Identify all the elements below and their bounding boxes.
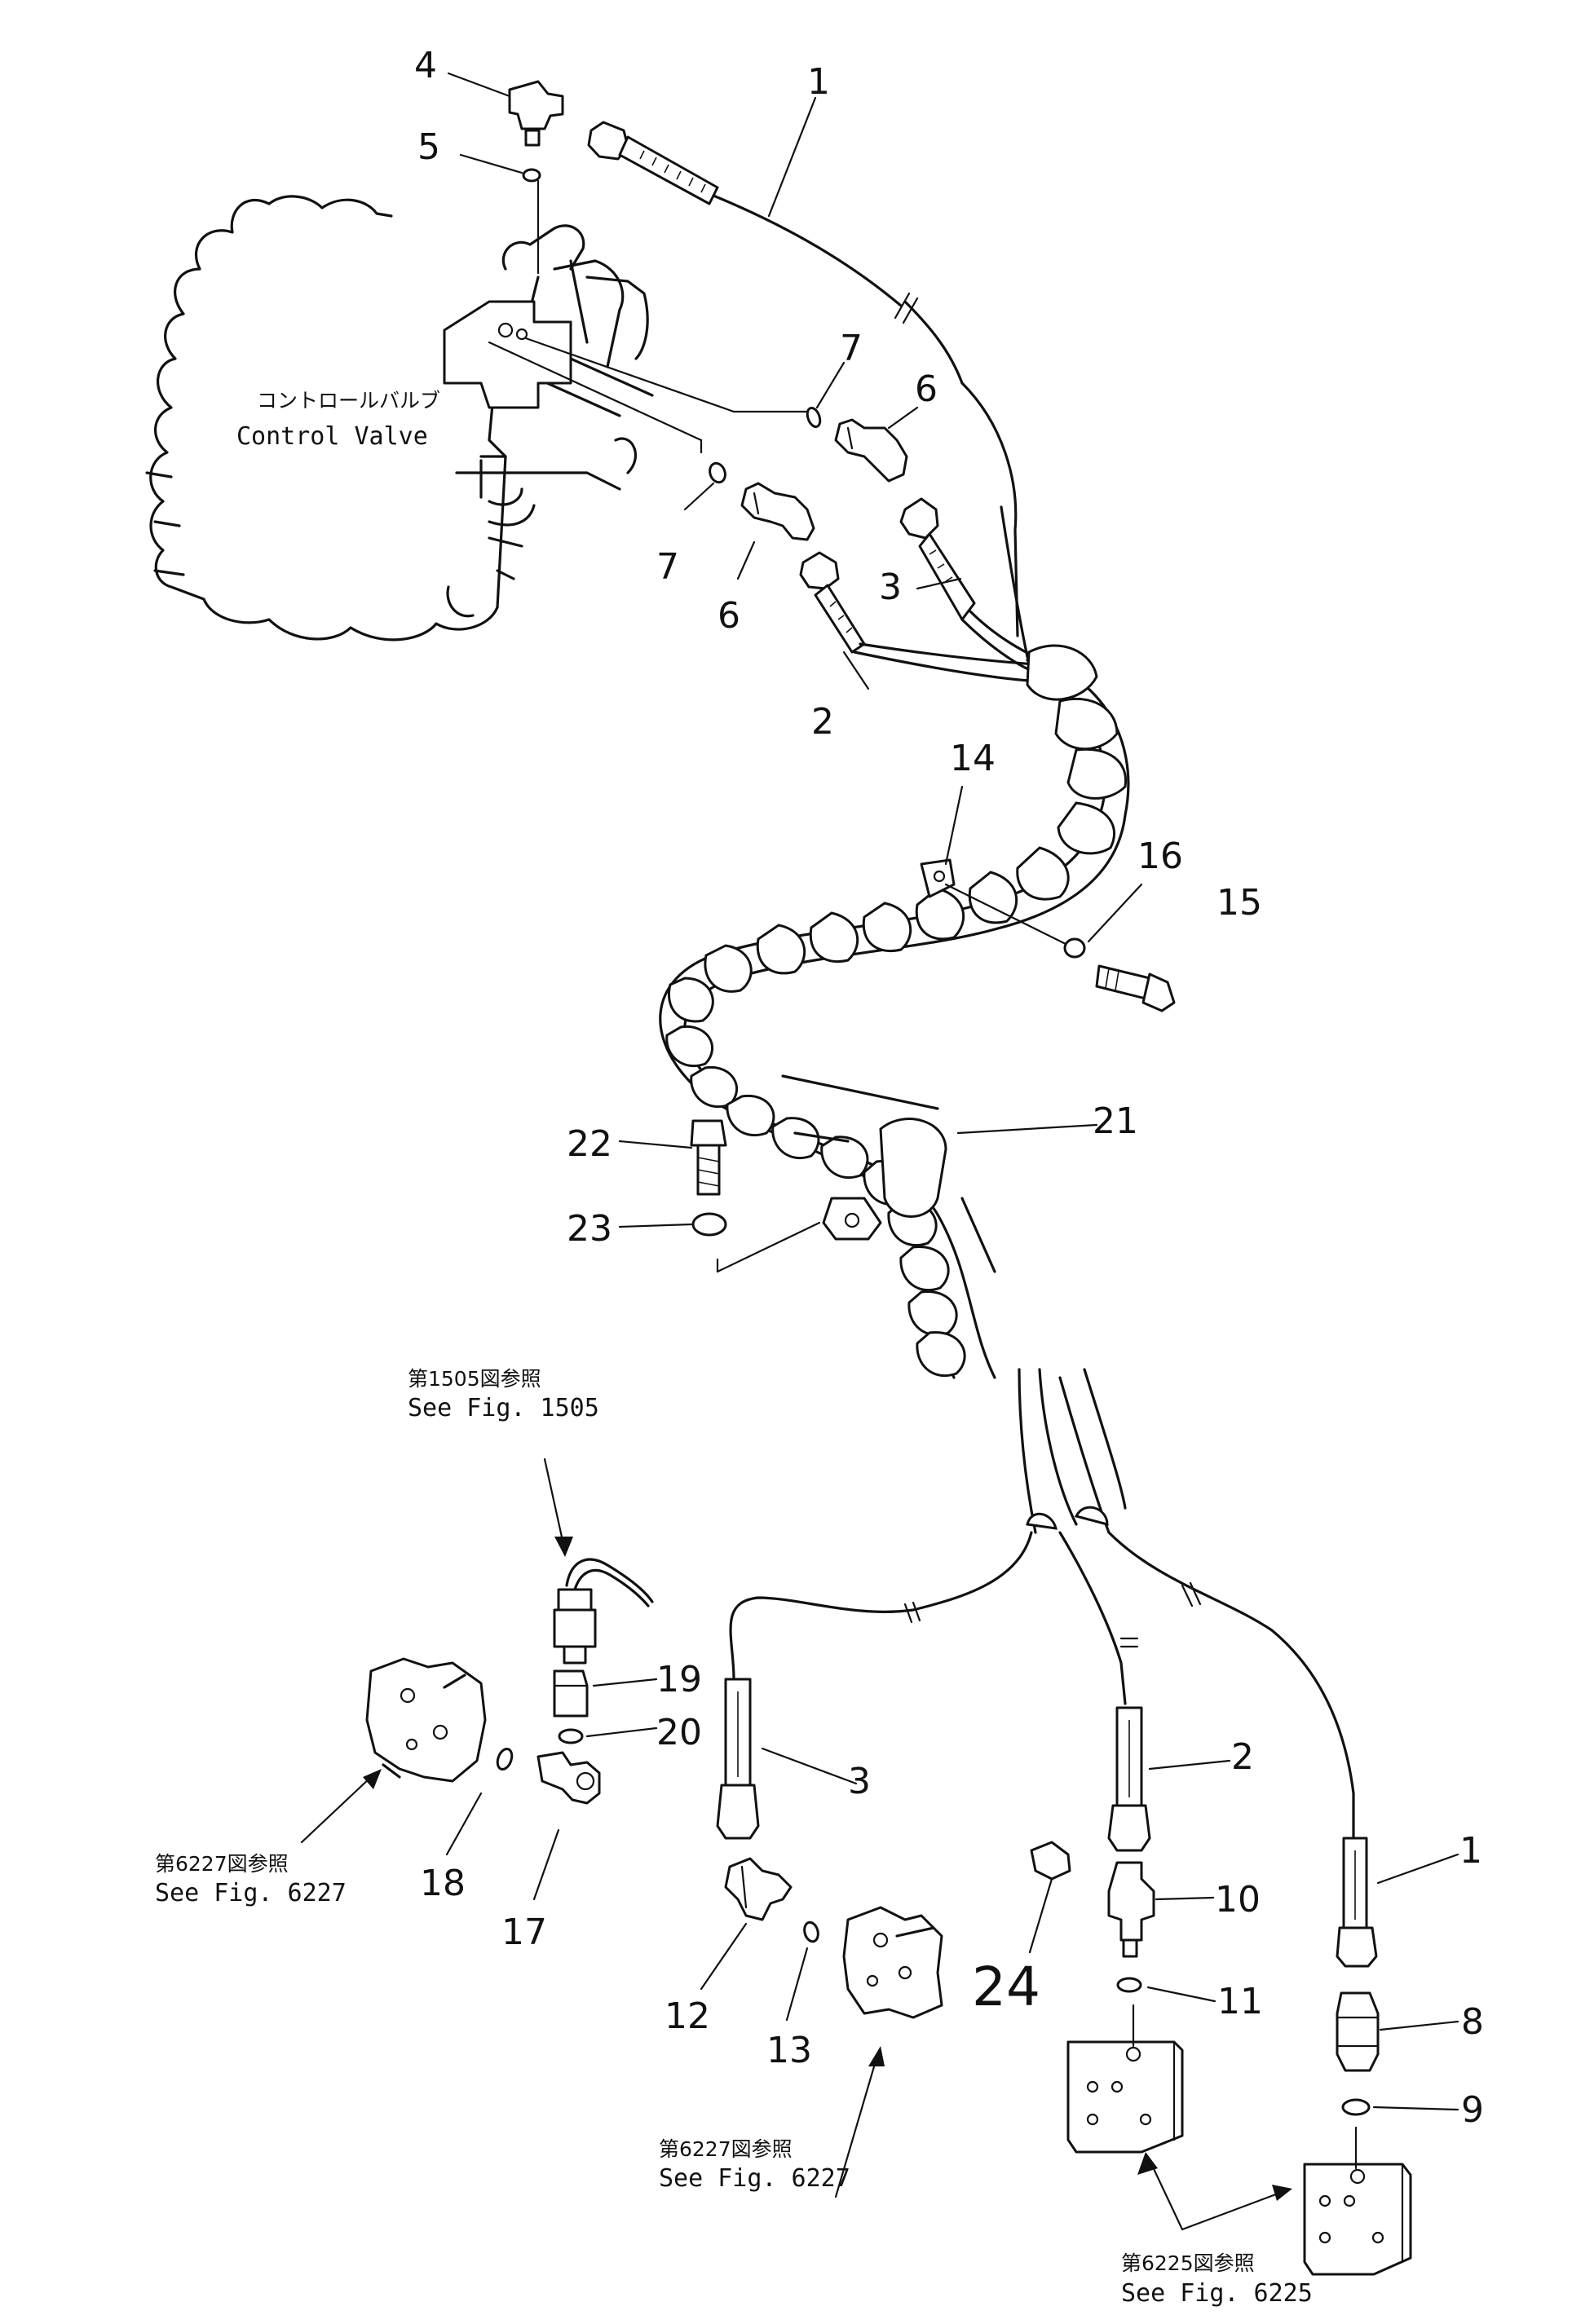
callout-7-lower: 7 xyxy=(656,546,679,588)
reference-6227-bottom-jp: 第6227図参照 xyxy=(659,2137,793,2161)
spiral-wrapped-hose-bundle xyxy=(659,644,1130,1379)
o-ring-18 xyxy=(496,1747,514,1771)
pump-component-6227-right xyxy=(842,1906,943,2019)
callout-1-top: 1 xyxy=(807,61,830,103)
hose-1-upper-end xyxy=(587,121,719,205)
hose-clamp-21 xyxy=(781,1074,996,1273)
callout-13: 13 xyxy=(766,2030,812,2071)
hose-3-lower-end xyxy=(716,1678,760,1840)
callout-15: 15 xyxy=(1216,882,1262,924)
control-valve-label-jp: コントロールバルブ xyxy=(257,389,440,412)
callout-2-top: 2 xyxy=(811,701,834,743)
callout-14: 14 xyxy=(950,738,996,779)
callout-2-bottom: 2 xyxy=(1231,1736,1254,1778)
washer-16 xyxy=(1063,937,1086,959)
o-ring-7-lower xyxy=(709,461,726,484)
elbow-fitting-17 xyxy=(536,1751,601,1805)
plug-19 xyxy=(553,1669,589,1718)
o-ring-13 xyxy=(803,1920,819,1943)
washer-23 xyxy=(691,1212,727,1237)
callout-24: 24 xyxy=(972,1956,1040,2018)
callout-17: 17 xyxy=(501,1912,547,1953)
elbow-fitting-6-lower xyxy=(740,482,815,541)
reference-6227-bottom-en: See Fig. 6227 xyxy=(659,2164,850,2193)
callout-3-bottom: 3 xyxy=(848,1761,871,1802)
check-valve-8 xyxy=(1336,1991,1380,2072)
callout-18: 18 xyxy=(420,1863,466,1904)
o-ring-9 xyxy=(1341,2098,1371,2116)
callout-23: 23 xyxy=(567,1208,612,1250)
control-valve-illustration xyxy=(145,195,654,642)
reference-6227-left-en: See Fig. 6227 xyxy=(155,1879,347,1907)
o-ring-11 xyxy=(1116,1977,1142,1993)
callout-3-top: 3 xyxy=(879,567,902,608)
hose-2-lower-end xyxy=(1107,1706,1151,1852)
bracket-14 xyxy=(920,858,956,898)
callout-9: 9 xyxy=(1461,2089,1484,2131)
callout-1-bottom: 1 xyxy=(1459,1830,1482,1872)
o-ring-5 xyxy=(522,168,541,183)
adapter-fitting-24 xyxy=(1030,1841,1071,1881)
bolt-22 xyxy=(690,1119,727,1196)
pressure-sensor-1505 xyxy=(553,1558,654,1665)
callout-7-upper: 7 xyxy=(840,328,863,369)
callout-8: 8 xyxy=(1461,2001,1484,2043)
callout-5: 5 xyxy=(417,126,440,168)
hose-2-upper-end xyxy=(799,551,866,654)
callout-20: 20 xyxy=(656,1712,702,1753)
callout-16: 16 xyxy=(1137,836,1183,877)
reference-1505-en: See Fig. 1505 xyxy=(408,1394,599,1422)
callout-6-lower: 6 xyxy=(718,595,740,637)
reference-6225-en: See Fig. 6225 xyxy=(1121,2279,1313,2308)
o-ring-7-upper xyxy=(806,406,822,429)
callout-21: 21 xyxy=(1093,1100,1138,1142)
elbow-fitting-12 xyxy=(724,1857,793,1921)
callout-22: 22 xyxy=(567,1123,612,1165)
callout-19: 19 xyxy=(656,1659,702,1700)
tee-fitting-10 xyxy=(1107,1861,1155,1958)
hose-3-upper-end xyxy=(899,497,976,621)
o-ring-20 xyxy=(558,1728,584,1744)
control-valve-label-en: Control Valve xyxy=(236,422,428,451)
callout-4: 4 xyxy=(414,45,437,86)
reference-6227-left-jp: 第6227図参照 xyxy=(155,1852,289,1876)
elbow-fitting-6-upper xyxy=(834,418,908,483)
callout-12: 12 xyxy=(665,1995,710,2037)
pump-component-6227-left xyxy=(365,1657,487,1783)
reference-6225-jp: 第6225図参照 xyxy=(1121,2251,1255,2275)
mounting-bracket xyxy=(716,1197,882,1273)
valve-block-upper xyxy=(1066,2004,1184,2154)
elbow-fitting-4 xyxy=(508,80,564,147)
callout-10: 10 xyxy=(1215,1879,1261,1920)
reference-1505-jp: 第1505図参照 xyxy=(408,1367,541,1391)
callout-11: 11 xyxy=(1217,1981,1263,2022)
valve-block-lower xyxy=(1303,2126,1412,2276)
hose-1-lower-end xyxy=(1336,1837,1378,1968)
bolt-15 xyxy=(1095,964,1176,1012)
callout-6-upper: 6 xyxy=(915,368,938,410)
